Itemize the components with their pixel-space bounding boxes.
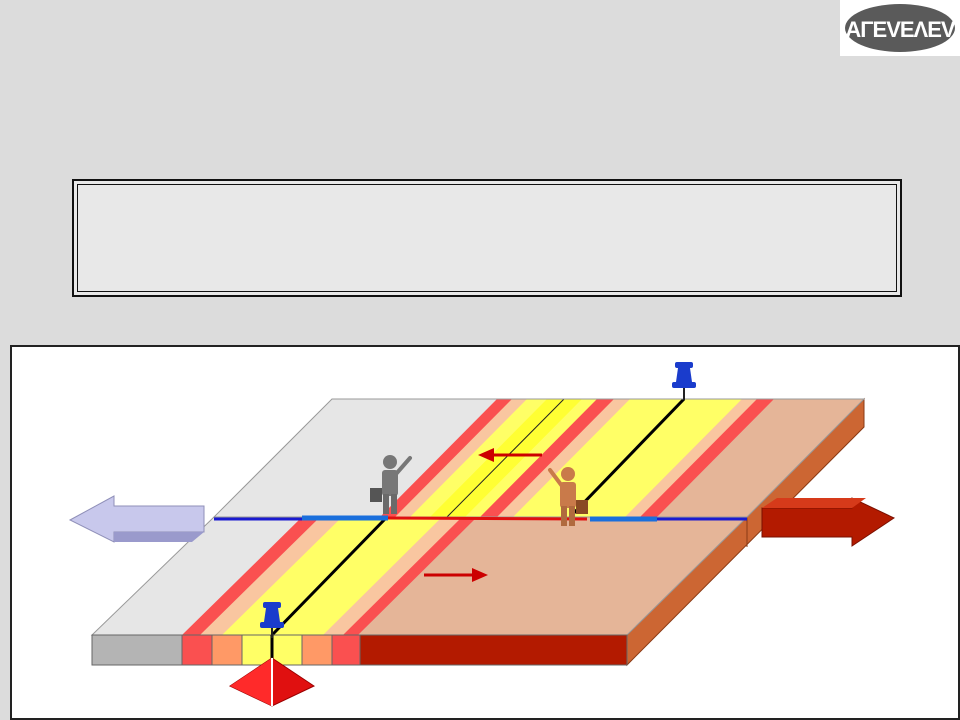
briefcase-icon — [370, 488, 382, 502]
title-box — [72, 179, 902, 297]
plate-front-face — [91, 634, 628, 666]
pushpin-icon — [260, 602, 284, 638]
arrow-right-icon — [424, 568, 488, 582]
transform-fault-diagram — [68, 362, 896, 707]
brand-logo-text: AΓEVEΛEV — [845, 17, 955, 42]
large-arrow-right-icon — [761, 497, 896, 547]
brand-logo: AΓEVEΛEV — [840, 0, 960, 56]
large-arrow-left-icon — [68, 495, 205, 543]
plate-boundary-line — [214, 515, 747, 522]
diagram-frame — [10, 345, 960, 720]
person-waving-icon — [548, 467, 588, 526]
briefcase-icon — [576, 500, 588, 514]
pushpin-icon — [672, 362, 696, 400]
arrow-left-icon — [478, 448, 542, 462]
person-waving-icon — [370, 455, 412, 514]
red-diamond-marker — [228, 657, 316, 707]
